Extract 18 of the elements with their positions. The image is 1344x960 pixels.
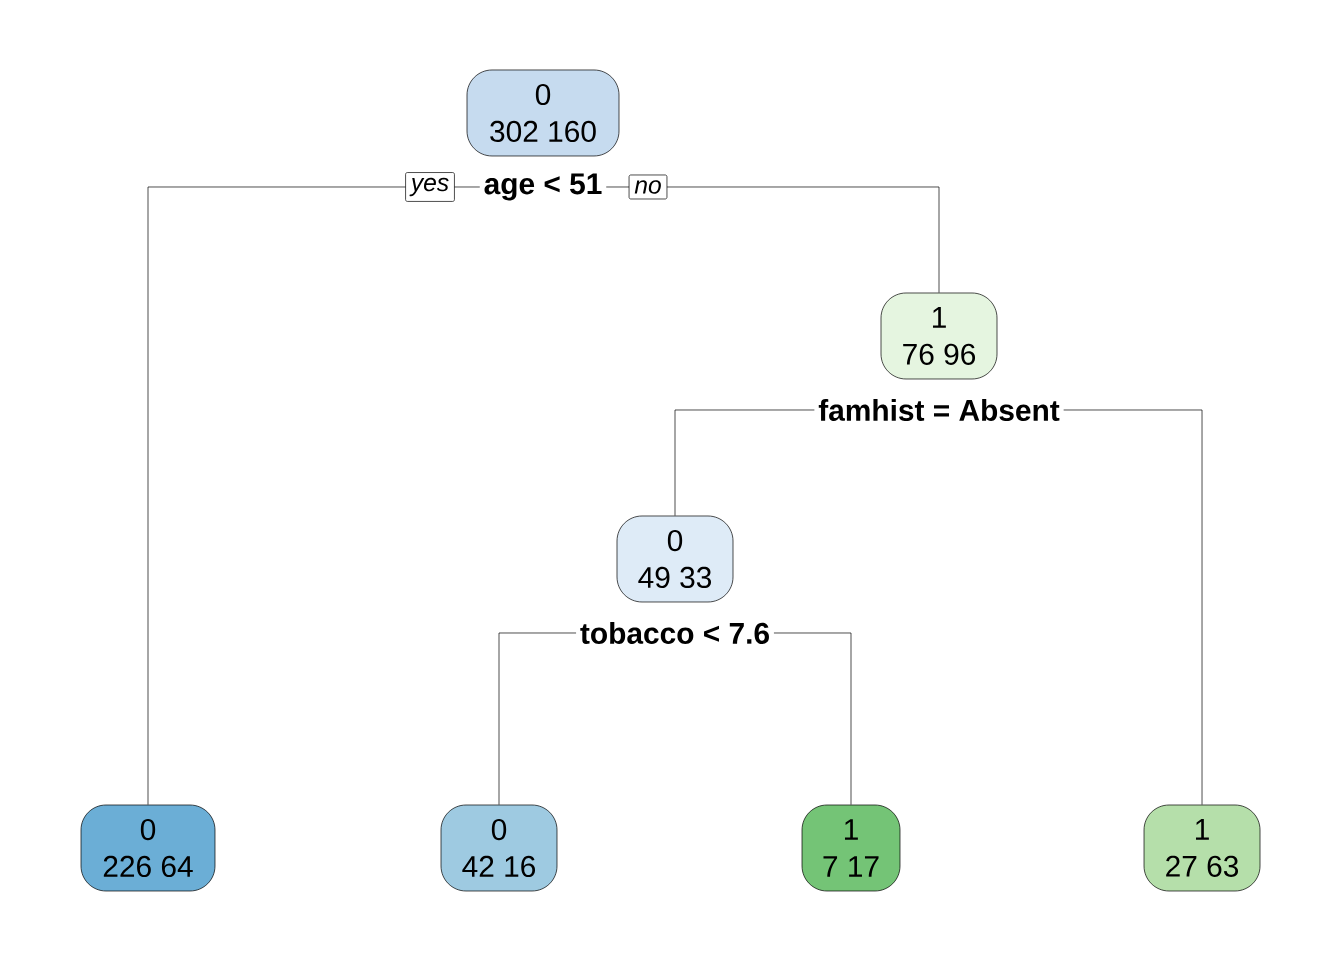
tree-node-box: 1 7 17 [801,804,901,892]
tree-node-box: 1 76 96 [880,292,998,380]
tree-node-box: 0 302 160 [466,69,620,157]
split-label: famhist = Absent [818,399,1060,421]
connector-line [773,632,852,805]
tree-node-box: 0 42 16 [440,804,558,892]
edge-label: no [628,174,668,200]
connector-line [147,186,481,805]
connector-line [1063,409,1203,805]
split-label: age < 51 [484,173,602,201]
tree-node-box: 1 27 63 [1143,804,1261,892]
connector-line [605,186,940,293]
edge-label: yes [405,172,455,202]
split-label: tobacco < 7.6 [580,622,769,644]
tree-node-box: 0 226 64 [80,804,216,892]
connector-line [498,632,577,805]
tree-node-box: 0 49 33 [616,515,734,603]
connector-line [674,409,815,516]
